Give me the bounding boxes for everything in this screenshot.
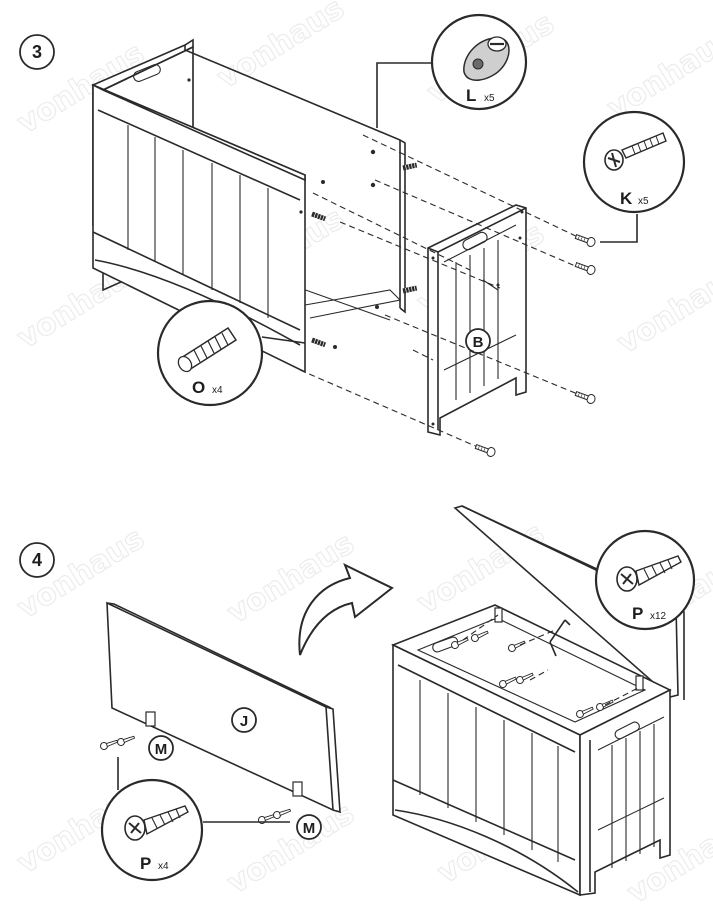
watermark-text: vonhaus	[611, 256, 713, 361]
part-quantity: x4	[158, 861, 169, 872]
part-quantity: x5	[484, 93, 495, 104]
watermark-text: vonhaus	[221, 526, 360, 631]
part-letter: L	[466, 86, 476, 105]
panel-tag-letter: B	[473, 334, 484, 351]
watermark-text: vonhaus	[601, 21, 713, 126]
step-number: 4	[32, 550, 42, 570]
screw-icon	[124, 805, 189, 841]
part-quantity: x12	[650, 611, 667, 622]
part-letter: O	[192, 378, 205, 397]
bolt-icon	[604, 132, 667, 171]
part-letter: P	[140, 854, 151, 873]
assembled-storage-box	[390, 505, 685, 897]
step-3: 3	[19, 13, 686, 459]
side-panel-b: B	[427, 204, 527, 437]
callout-cam-lock-nut: L x5	[376, 13, 528, 128]
wooden-dowel-icon	[177, 326, 238, 373]
flip-arrow-icon	[298, 562, 394, 656]
hinge-tag-m	[296, 814, 322, 840]
cabinet-carcass	[91, 38, 406, 374]
step-number: 3	[32, 42, 42, 62]
hinge-tag-letter: M	[155, 741, 168, 758]
part-letter: K	[620, 189, 633, 208]
callout-dowel: O x4	[156, 299, 306, 407]
panel-tag-j	[231, 707, 257, 733]
assembly-guide-lines	[299, 134, 581, 449]
part-quantity: x5	[638, 196, 649, 207]
callout-bolt: K x5	[582, 110, 686, 243]
hinge-tag-letter: M	[303, 820, 316, 837]
hinge-tag-m	[148, 735, 174, 761]
callout-screw-large: P x12	[594, 529, 696, 631]
watermark-text: vonhaus	[211, 0, 350, 96]
step-number-badge: 4	[19, 542, 55, 578]
lid-panel-j: J	[106, 601, 341, 814]
part-quantity: x4	[212, 385, 223, 396]
screw-icon	[616, 555, 682, 592]
cam-lock-nut-icon	[463, 36, 510, 81]
callout-screw-small: P x4	[100, 757, 290, 882]
step-4: 4 J M M	[19, 505, 696, 897]
panel-tag-letter: J	[240, 713, 248, 730]
part-letter: P	[632, 604, 643, 623]
step-number-badge: 3	[19, 34, 55, 70]
